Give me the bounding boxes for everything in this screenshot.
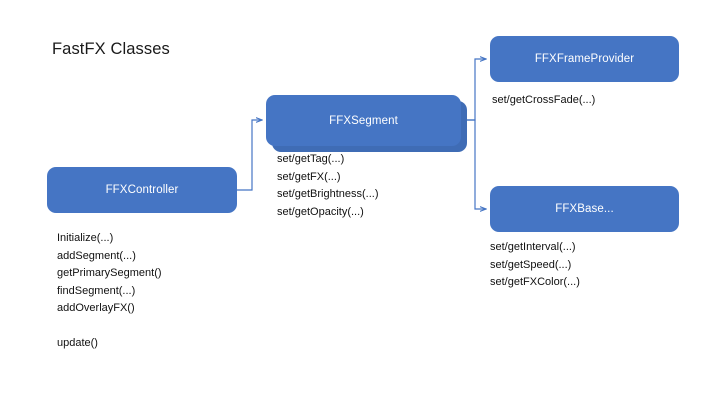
- page-title: FastFX Classes: [52, 40, 170, 58]
- methods-ffxsegment: set/getTag(...) set/getFX(...) set/getBr…: [277, 153, 379, 218]
- node-ffxsegment-label: FFXSegment: [329, 114, 398, 127]
- node-ffxframeprovider[interactable]: FFXFrameProvider: [490, 36, 679, 82]
- methods-ffxcontroller: Initialize(...) addSegment(...) getPrima…: [57, 232, 162, 349]
- node-ffxcontroller-label: FFXController: [105, 184, 179, 196]
- node-ffxsegment[interactable]: FFXSegment: [266, 95, 461, 146]
- node-ffxbase[interactable]: FFXBase...: [490, 186, 679, 232]
- node-ffxframeprovider-label: FFXFrameProvider: [534, 53, 635, 65]
- edge-controller-to-segment: [237, 120, 262, 191]
- node-ffxcontroller[interactable]: FFXController: [47, 167, 237, 213]
- node-ffxbase-label: FFXBase...: [555, 203, 614, 215]
- methods-ffxframeprovider: set/getCrossFade(...): [492, 94, 596, 106]
- methods-ffxbase: set/getInterval(...) set/getSpeed(...) s…: [490, 241, 580, 288]
